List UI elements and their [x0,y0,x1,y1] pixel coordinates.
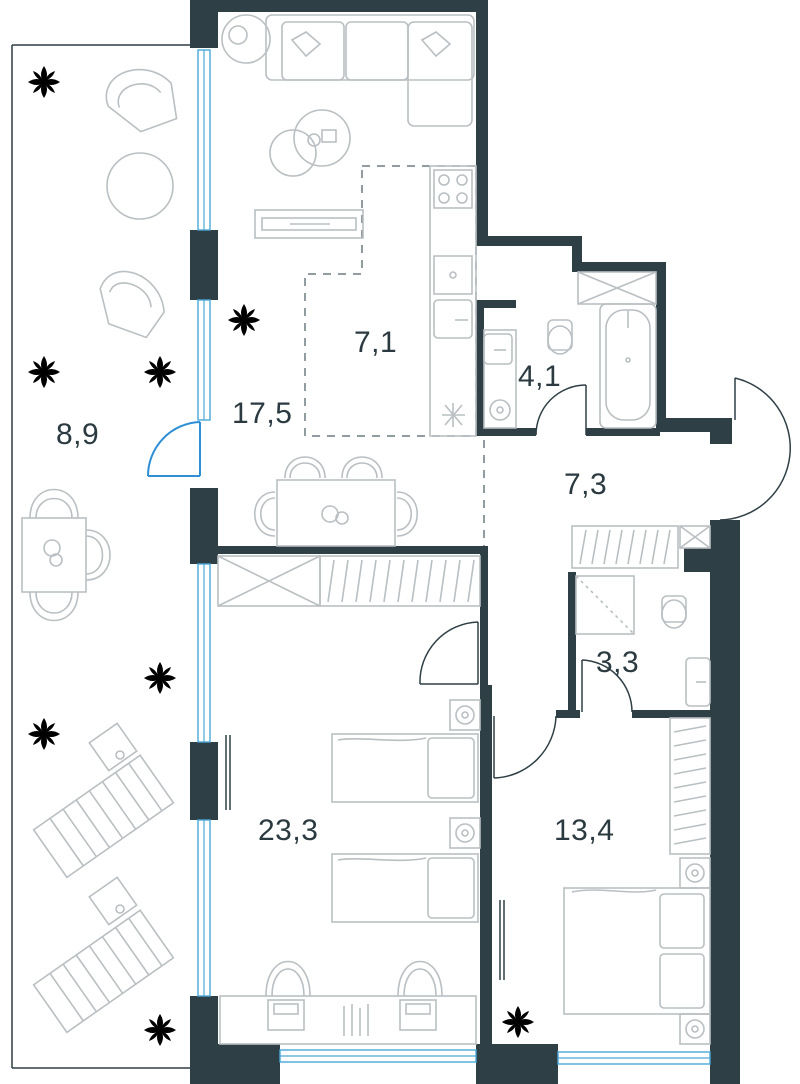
kitchen-zone [304,165,477,437]
wardrobes [217,525,711,855]
area-bedroom: 13,4 [554,814,615,847]
area-balcony: 8,9 [56,418,100,451]
area-living: 17,5 [232,397,293,430]
living-furniture [221,14,477,547]
area-bath-main: 4,1 [518,360,562,393]
kids-room-furniture [219,699,481,1045]
area-bath-small: 3,3 [596,646,640,679]
windows [197,49,711,1065]
area-hall: 7,3 [564,468,608,501]
balcony-furniture [21,68,178,1034]
area-kids-room: 23,3 [258,814,319,847]
walls [190,0,740,1084]
bedroom-furniture [563,857,711,1045]
doors [147,377,791,980]
bathroom-furniture [483,271,711,707]
balcony-outline [11,44,190,1069]
area-kitchen: 7,1 [354,326,398,359]
